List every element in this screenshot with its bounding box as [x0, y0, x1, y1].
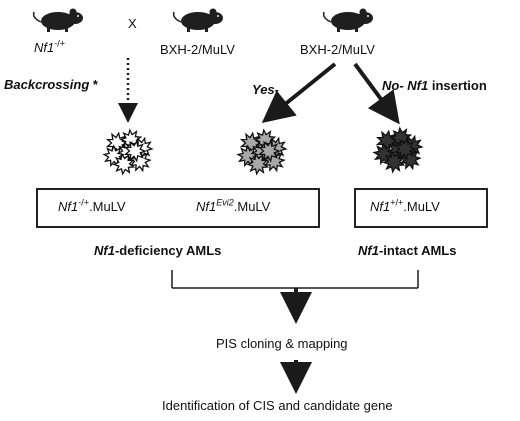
cluster-dark-icon: [372, 126, 424, 174]
cell-shape: [393, 137, 417, 161]
intact-group-label: Nf1-intact AMLs: [358, 243, 457, 258]
pis-cloning-step: PIS cloning & mapping: [216, 336, 348, 351]
cross-symbol: X: [128, 16, 137, 31]
backcrossing-label: Backcrossing *: [4, 77, 98, 92]
cell-shape: [382, 150, 406, 174]
identification-step: Identification of CIS and candidate gene: [162, 398, 393, 413]
cell-shape: [123, 139, 147, 163]
cell-shape: [102, 144, 126, 168]
no-insertion-label: No- Nf1 insertion: [382, 78, 487, 93]
no-arrow: [353, 62, 400, 125]
deficiency-box: Nf1-/+.MuLV Nf1Evi2.MuLV: [36, 188, 320, 228]
intact-box: Nf1+/+.MuLV: [354, 188, 488, 228]
mouse-icon-bxh-left: [172, 7, 224, 33]
deficiency-group-label: Nf1-deficiency AMLs: [94, 243, 222, 258]
nf1-het-mulv: Nf1-/+.MuLV: [58, 197, 126, 214]
nf1-evi2-mulv: Nf1Evi2.MuLV: [196, 197, 271, 214]
cell-shape: [246, 152, 270, 176]
cell-shape: [236, 144, 260, 168]
cell-shape: [257, 139, 281, 163]
cluster-mid-icon: [236, 128, 288, 176]
cell-shape: [112, 152, 136, 176]
cell-shape: [372, 142, 396, 166]
nf1-parent-label: Nf1-/+: [34, 38, 65, 55]
bxh-right-label: BXH-2/MuLV: [300, 42, 375, 57]
yes-arrow: [261, 62, 337, 124]
mouse-icon-nf1: [32, 7, 84, 33]
mouse-icon-bxh-right: [322, 7, 374, 33]
cluster-light-icon: [102, 128, 154, 176]
yes-label: Yes-: [252, 82, 279, 97]
bxh-left-label: BXH-2/MuLV: [160, 42, 235, 57]
nf1-wt-mulv: Nf1+/+.MuLV: [370, 197, 440, 214]
